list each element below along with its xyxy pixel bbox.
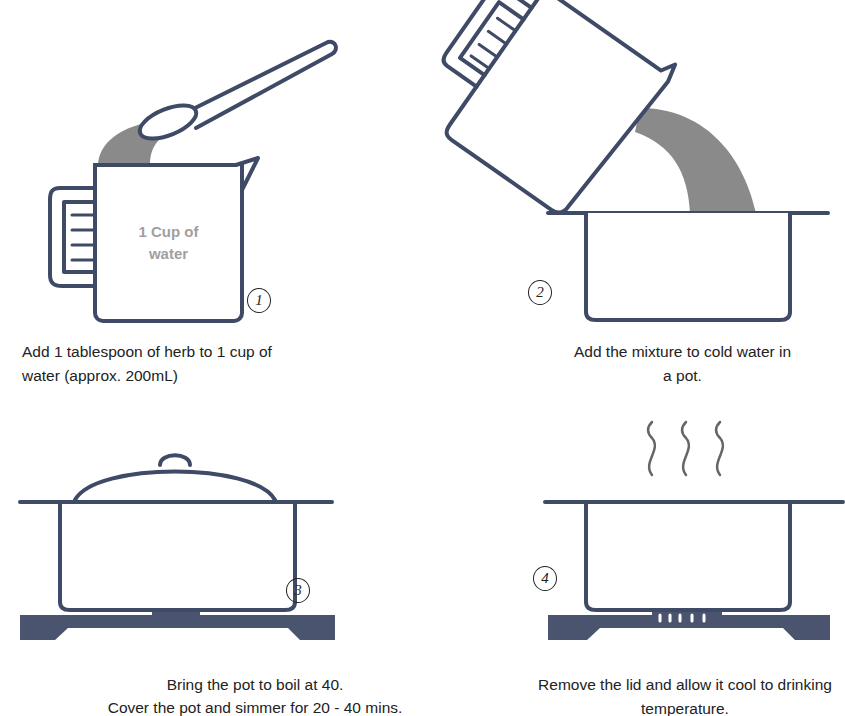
cup-handle [64,202,95,272]
burner [652,611,722,625]
jug-handle [440,0,531,87]
cup-label: 1 Cup of water [129,221,209,265]
pot-rim [20,500,332,504]
step-number-text: 2 [529,281,551,303]
step-number: 4 [533,566,557,591]
step-caption: Bring the pot to boil at 40. [55,673,455,697]
step-caption: Add 1 tablespoon of herb to 1 cup of wat… [22,340,277,388]
pot [586,502,790,610]
pot [586,213,790,320]
measuring-cup: 1 Cup of water [93,163,244,323]
jug-handle [460,2,524,75]
lid-knob [160,455,190,465]
measure-ticks [471,18,515,68]
step-number-text: 4 [534,567,556,589]
step-number-text: 1 [248,289,270,311]
jug [443,0,678,222]
measure-ticks [72,215,95,260]
burner [152,611,200,625]
water-stream [635,108,756,213]
burner-grate [660,615,704,621]
step-caption: Cover the pot and simmer for 20 - 40 min… [45,696,465,716]
step-number: 2 [528,280,552,305]
steam [682,422,689,475]
steam [648,422,655,475]
pot-lid [75,472,275,501]
cup-handle [50,188,95,286]
steam [716,422,723,475]
step-caption: Remove the lid and allow it cool to drin… [520,673,845,716]
pot [60,502,295,610]
step-number: 1 [247,288,271,313]
spoon-handle [187,42,336,128]
step-number: 3 [286,578,310,603]
step-number-text: 3 [287,579,309,601]
pot-rim [545,500,843,504]
step-caption: Add the mixture to cold water in a pot. [570,340,795,388]
spoon-bowl [135,99,200,146]
